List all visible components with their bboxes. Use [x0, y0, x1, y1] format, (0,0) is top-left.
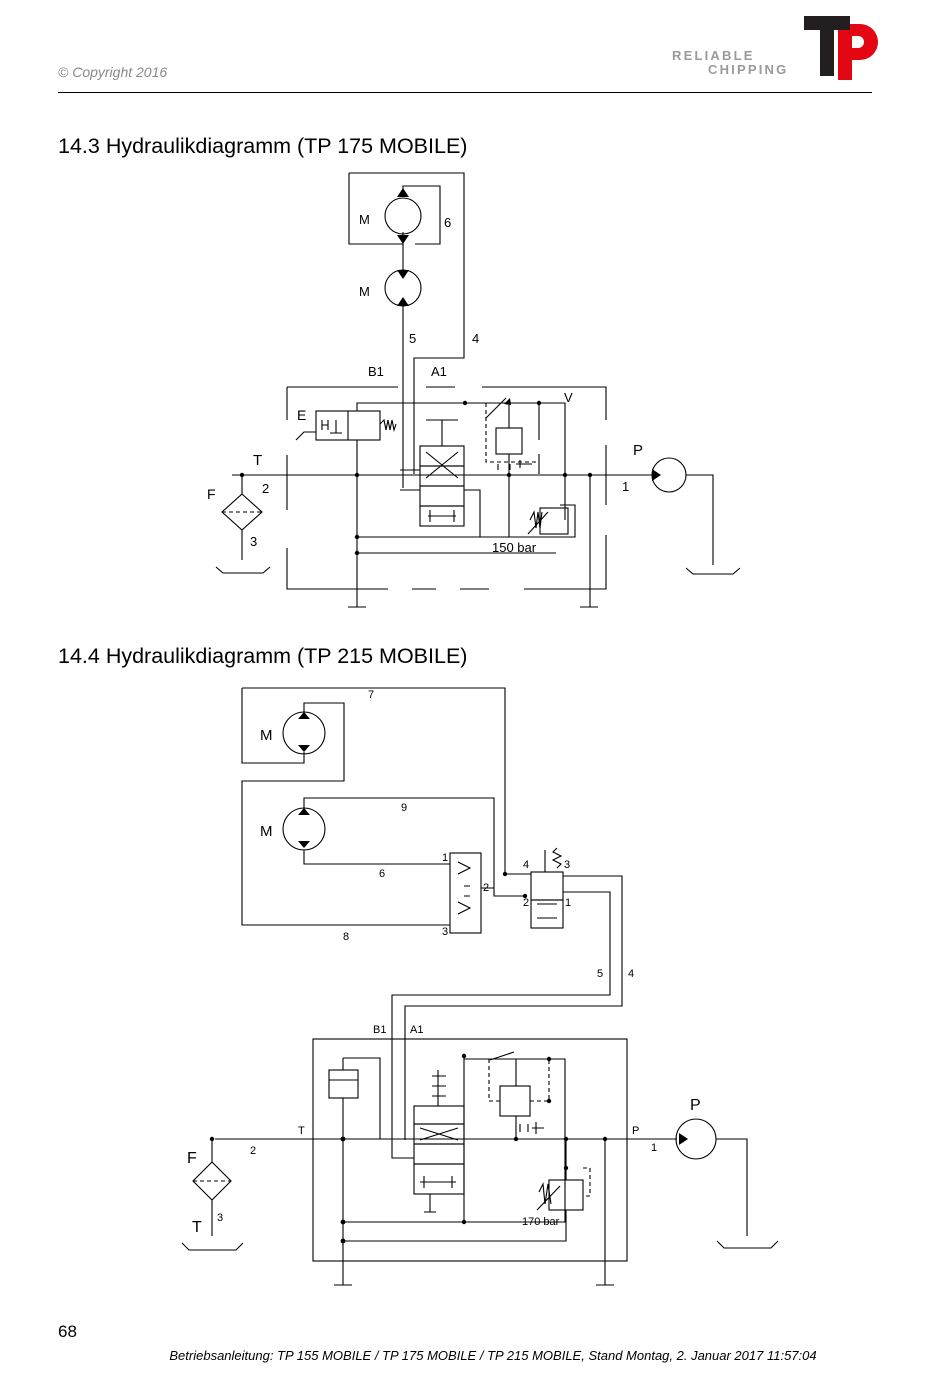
header-rule	[58, 92, 872, 93]
d2-label-line2: 2	[250, 1145, 256, 1157]
d2-label-line9: 9	[401, 802, 407, 814]
d2-label-p: P	[690, 1097, 701, 1114]
d1-label-line2: 2	[262, 481, 269, 496]
d2-label-m-bottom: M	[260, 823, 273, 840]
d2-label-t-small: T	[298, 1125, 305, 1137]
d1-label-line4: 4	[472, 331, 479, 346]
d2-label-line1: 1	[651, 1142, 657, 1154]
d2-label-line5: 5	[597, 968, 603, 980]
d2-label-m-top: M	[260, 727, 273, 744]
d1-label-e: E	[297, 407, 306, 423]
d2-label-a1: A1	[410, 1024, 423, 1036]
d1-label-f: F	[207, 486, 216, 502]
d2-label-valve4: 4	[523, 859, 529, 871]
d1-label-line6: 6	[444, 215, 451, 230]
d2-label-div1: 1	[442, 852, 448, 864]
d2-label-f: F	[187, 1150, 197, 1167]
section-title-tp215: 14.4 Hydraulikdiagramm (TP 215 MOBILE)	[58, 644, 468, 668]
section-title-tp175: 14.3 Hydraulikdiagramm (TP 175 MOBILE)	[58, 134, 468, 158]
brand-line-2: CHIPPING	[708, 62, 789, 77]
page-number: 68	[58, 1322, 77, 1341]
d1-label-line1: 1	[622, 479, 629, 494]
d1-label-line3: 3	[250, 534, 257, 549]
d2-label-valve2: 2	[523, 897, 529, 909]
d1-label-pressure: 150 bar	[492, 540, 537, 555]
d2-label-line6: 6	[379, 868, 385, 880]
d1-label-m-bottom: M	[359, 284, 370, 299]
d2-label-line4: 4	[628, 968, 634, 980]
company-logo: RELIABLE CHIPPING	[672, 14, 882, 82]
d2-label-valve1: 1	[565, 897, 571, 909]
d1-label-line5: 5	[409, 331, 416, 346]
brand-line-1: RELIABLE	[672, 48, 755, 63]
d2-label-div2: 2	[483, 882, 489, 894]
d2-label-line3: 3	[217, 1212, 223, 1224]
d1-label-a1: A1	[431, 364, 447, 379]
d2-label-pressure: 170 bar	[522, 1216, 560, 1228]
d2-label-valve3: 3	[564, 859, 570, 871]
d2-label-line7: 7	[368, 689, 374, 701]
d2-label-line8: 8	[343, 931, 349, 943]
d1-label-t: T	[253, 452, 262, 469]
d2-label-t: T	[192, 1219, 202, 1236]
hydraulic-diagram-tp215: M M 7 9 6 8 1 2 3 4 3 2 1 5 4 B1 A1 T P …	[181, 687, 779, 1286]
d2-label-b1: B1	[373, 1024, 386, 1036]
d1-label-m-top: M	[359, 212, 370, 227]
d1-label-p: P	[633, 442, 643, 459]
d2-label-p-small: P	[632, 1125, 639, 1137]
tp-logo-mark	[804, 16, 878, 80]
copyright-notice: © Copyright 2016	[58, 64, 168, 80]
d1-label-v: V	[564, 390, 573, 405]
d1-label-b1: B1	[368, 364, 384, 379]
footer-text: Betriebsanleitung: TP 155 MOBILE / TP 17…	[0, 1348, 950, 1363]
d2-label-div3: 3	[442, 926, 448, 938]
footer-caption: Betriebsanleitung: TP 155 MOBILE / TP 17…	[169, 1348, 817, 1363]
hydraulic-diagram-tp175: M M 6 5 4 B1 A1 V E T F 2 3 P 1 150 bar	[207, 172, 741, 608]
